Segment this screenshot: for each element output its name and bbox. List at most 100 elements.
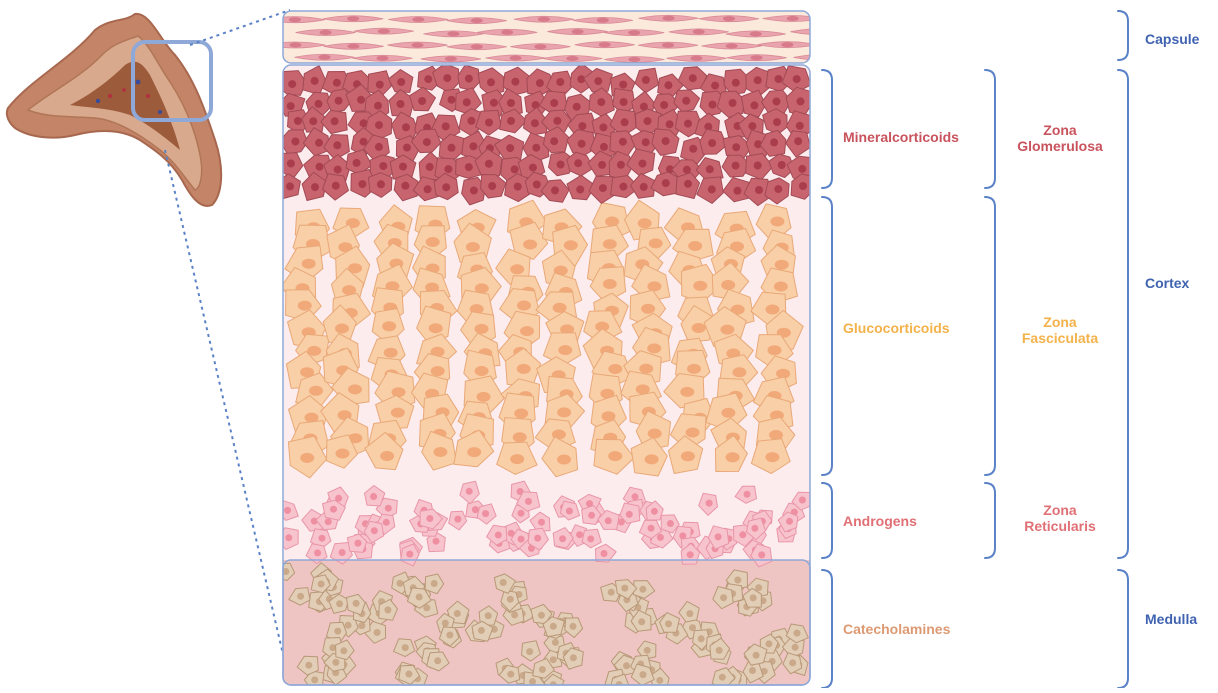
glomerulosa-nucleus xyxy=(403,144,411,152)
adrenal-gland-icon xyxy=(7,14,221,206)
capsule-nucleus xyxy=(347,16,359,21)
fasciculata-nucleus xyxy=(466,242,480,252)
capsule-nucleus xyxy=(290,43,302,48)
medulla-nucleus xyxy=(638,618,645,625)
glomerulosa-nucleus xyxy=(775,75,783,83)
reticularis-nucleus xyxy=(657,534,664,541)
glomerulosa-nucleus xyxy=(511,78,519,86)
reticularis-nucleus xyxy=(426,515,433,522)
capsule-nucleus xyxy=(662,43,674,48)
medulla-nucleus xyxy=(374,629,381,636)
bracket-androgens xyxy=(822,483,832,558)
medulla-nucleus xyxy=(749,667,756,674)
reticularis-nucleus xyxy=(715,533,722,540)
medulla-nucleus xyxy=(311,676,318,683)
fasciculata-nucleus xyxy=(726,452,740,462)
reticularis-nucleus xyxy=(651,508,658,515)
bracket-medulla xyxy=(1118,570,1128,688)
fasciculata-nucleus xyxy=(475,324,489,334)
glomerulosa-nucleus xyxy=(332,182,340,190)
fasciculata-nucleus xyxy=(721,408,735,418)
bracket-zona-fasciculata xyxy=(985,197,995,475)
reticularis-nucleus xyxy=(371,527,378,534)
medulla-nucleus xyxy=(353,600,360,607)
glomerulosa-nucleus xyxy=(550,99,558,107)
glomerulosa-nucleus xyxy=(597,98,605,106)
glomerulosa-nucleus xyxy=(550,137,558,145)
glomerulosa-nucleus xyxy=(732,162,740,170)
medulla-nucleus xyxy=(416,594,423,601)
fasciculata-nucleus xyxy=(680,387,694,397)
medulla-nucleus xyxy=(686,610,693,617)
glomerulosa-nucleus xyxy=(485,119,493,127)
glomerulosa-nucleus xyxy=(556,78,564,86)
capsule-nucleus xyxy=(628,57,640,62)
reticularis-nucleus xyxy=(319,535,326,542)
capsule-nucleus xyxy=(471,18,483,23)
glomerulosa-nucleus xyxy=(424,75,432,83)
fasciculata-nucleus xyxy=(517,301,531,311)
reticularis-nucleus xyxy=(576,531,583,538)
fasciculata-nucleus xyxy=(477,392,491,402)
reticularis-nucleus xyxy=(744,491,751,498)
fasciculata-nucleus xyxy=(514,409,528,419)
fasciculata-nucleus xyxy=(510,264,524,274)
glomerulosa-nucleus xyxy=(465,75,473,83)
capsule-nucleus xyxy=(597,18,609,23)
fasciculata-nucleus xyxy=(605,217,619,227)
glomerulosa-nucleus xyxy=(796,122,804,130)
medulla-nucleus xyxy=(734,577,741,584)
fasciculata-nucleus xyxy=(641,304,655,314)
fasciculata-nucleus xyxy=(648,429,662,439)
bracket-glucocorticoids xyxy=(822,197,832,475)
glomerulosa-nucleus xyxy=(334,166,342,174)
medulla-nucleus xyxy=(698,635,705,642)
capsule-nucleus xyxy=(412,43,424,48)
glomerulosa-nucleus xyxy=(401,182,409,190)
reticularis-nucleus xyxy=(518,536,525,543)
glomerulosa-nucleus xyxy=(374,102,382,110)
medulla-nucleus xyxy=(719,674,726,681)
medulla-nucleus xyxy=(766,640,773,647)
fasciculata-nucleus xyxy=(557,455,571,465)
glomerulosa-nucleus xyxy=(660,101,668,109)
reticularis-nucleus xyxy=(330,506,337,513)
reticularis-nucleus xyxy=(285,534,292,541)
fasciculata-nucleus xyxy=(687,364,701,374)
reticularis-nucleus xyxy=(667,520,674,527)
glomerulosa-nucleus xyxy=(490,99,498,107)
glomerulosa-nucleus xyxy=(754,162,762,170)
fasciculata-nucleus xyxy=(721,280,735,290)
medulla-nucleus xyxy=(526,648,533,655)
zona-glomerulosa-line2: Glomerulosa xyxy=(1005,138,1115,154)
glomerulosa-nucleus xyxy=(335,97,343,105)
reticularis-nucleus xyxy=(339,549,346,556)
fasciculata-nucleus xyxy=(380,451,394,461)
glomerulosa-nucleus xyxy=(620,98,628,106)
capsule-nucleus xyxy=(572,29,584,34)
reticularis-nucleus xyxy=(370,493,377,500)
medulla-nucleus xyxy=(340,647,347,654)
fasciculata-nucleus xyxy=(520,326,534,336)
medulla-nucleus xyxy=(446,632,453,639)
glomerulosa-nucleus xyxy=(682,97,690,105)
glomerulosa-nucleus xyxy=(532,144,540,152)
zona-fasciculata-line2: Fasciculata xyxy=(1005,330,1115,346)
glomerulosa-nucleus xyxy=(755,186,763,194)
glomerulosa-nucleus xyxy=(774,185,782,193)
capsule-nucleus xyxy=(378,29,390,34)
fasciculata-nucleus xyxy=(775,260,789,270)
medulla-nucleus xyxy=(665,620,672,627)
medulla-nucleus xyxy=(792,644,799,651)
reticularis-nucleus xyxy=(605,517,612,524)
medulla-nucleus xyxy=(550,623,557,630)
glomerulosa-nucleus xyxy=(640,183,648,191)
reticularis-nucleus xyxy=(786,518,793,525)
glomerulosa-nucleus xyxy=(734,187,742,195)
reticularis-nucleus xyxy=(534,535,541,542)
label-zona-fasciculata: Zona Fasciculata xyxy=(1005,314,1115,346)
glomerulosa-nucleus xyxy=(485,160,493,168)
fasciculata-nucleus xyxy=(467,447,481,457)
glomerulosa-nucleus xyxy=(793,75,801,83)
glomerulosa-nucleus xyxy=(529,164,537,172)
